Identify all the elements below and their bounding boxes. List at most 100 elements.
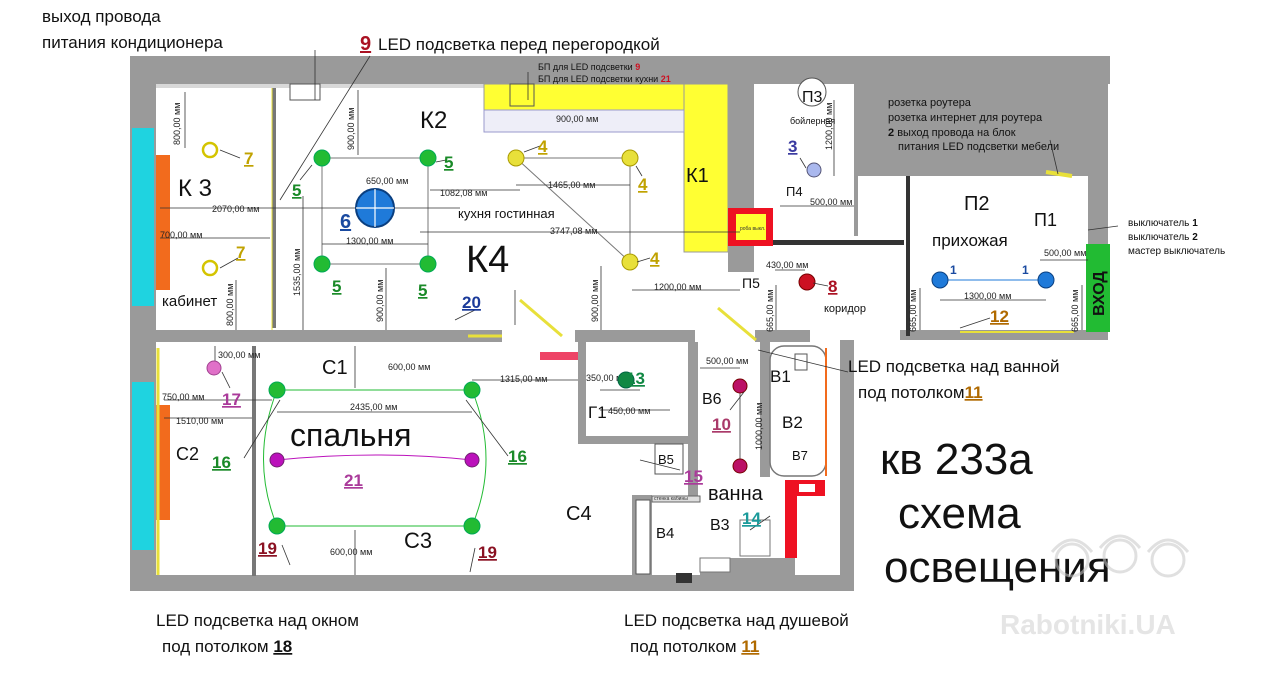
num-4-c: 4 <box>650 249 660 268</box>
boiler-top <box>754 56 854 76</box>
lamp-16-c <box>268 517 286 535</box>
room-b6: В6 <box>702 391 722 408</box>
callout-led-window-line2: под потолком 18 <box>162 637 292 656</box>
num-1-a: 1 <box>950 263 957 277</box>
entrance-label: ВХОД <box>1091 271 1108 316</box>
dim-300: 300,00 мм <box>218 350 260 360</box>
hall-partition <box>906 176 910 336</box>
entrance-door <box>1086 244 1110 332</box>
kitchen-island <box>483 109 685 133</box>
outer-right-wall-lower <box>840 340 854 591</box>
bedroom-wiring <box>263 389 487 527</box>
dim-2070: 2070,00 мм <box>212 204 259 214</box>
num-21: 21 <box>344 471 363 490</box>
callout-led-bath-line1: LED подсветка над ванной <box>848 357 1060 376</box>
num-7-top: 7 <box>244 149 253 168</box>
room-b2: В2 <box>782 413 803 432</box>
room-b3: В3 <box>710 517 730 534</box>
g1-bottom-wall <box>578 436 688 444</box>
num-16-b: 16 <box>508 447 527 466</box>
room-c4: С4 <box>566 503 592 525</box>
walls <box>130 56 1110 591</box>
room-c2: С2 <box>176 444 199 464</box>
callout-led-bath-line2: под потолком11 <box>858 383 983 402</box>
room-p2: П2 <box>964 193 990 215</box>
num-16-a: 16 <box>212 453 231 472</box>
callout-router-line1: розетка роутера <box>888 97 972 109</box>
lamp-4-c <box>621 253 639 271</box>
dim-1465: 1465,00 мм <box>548 180 595 190</box>
num-10: 10 <box>712 415 731 434</box>
title-block: кв 233а схема освещения <box>880 435 1111 592</box>
room-labels: К2 К 3 К1 К4 кухня гостинная кабинет С1 … <box>162 89 1057 553</box>
title-line3: освещения <box>884 543 1111 592</box>
kitchen-counter-side <box>683 83 729 253</box>
num-8: 8 <box>828 277 837 296</box>
num-6: 6 <box>340 211 351 233</box>
title-line2: схема <box>898 489 1021 538</box>
dim-665-b: 665,00 мм <box>908 290 918 332</box>
num-12: 12 <box>990 307 1009 326</box>
dim-600-bed-bottom: 600,00 мм <box>330 547 372 557</box>
room-c3: С3 <box>404 528 432 553</box>
lamps <box>201 141 1055 535</box>
callout-led-partition-num: 9 <box>360 33 371 55</box>
num-20: 20 <box>462 293 481 312</box>
c4-box <box>540 352 578 360</box>
room-g1: Г1 <box>588 403 607 422</box>
callout-led-partition-text: LED подсветка перед перегородкой <box>378 35 660 54</box>
window-bedroom <box>132 382 154 550</box>
window-cabinet <box>132 128 154 306</box>
callout-switch-line1: выключатель 1 <box>1128 218 1198 229</box>
lamp-1-b <box>1037 271 1055 289</box>
watermark-text: Rabotniki.UA <box>1000 609 1176 640</box>
dim-1300-hall: 1300,00 мм <box>964 291 1011 301</box>
g1-left-wall <box>578 342 586 442</box>
callout-router-line4: питания LED подсветки мебели <box>898 141 1059 153</box>
heater-cabinet <box>156 155 170 290</box>
dim-1315: 1315,00 мм <box>500 374 547 384</box>
dimension-labels: 800,00 мм 900,00 мм 650,00 мм 1082,08 мм… <box>160 103 1086 557</box>
room-k4: К4 <box>466 239 509 281</box>
num-7-bottom: 7 <box>236 243 245 262</box>
num-19-b: 19 <box>478 543 497 562</box>
lamp-10-a <box>732 378 748 394</box>
dim-3747: 3747,08 мм <box>550 226 597 236</box>
num-1-b: 1 <box>1022 263 1029 277</box>
lamp-8 <box>798 273 816 291</box>
water-heater-b1 <box>794 353 808 371</box>
lamp-21-a <box>269 452 285 468</box>
sink <box>739 519 771 557</box>
room-p5: П5 <box>742 275 760 291</box>
mid-wall-center <box>575 330 695 342</box>
bedroom-partition <box>252 346 256 576</box>
shower-cabin-label: стенка кабины <box>654 496 688 502</box>
dim-665-a: 665,00 мм <box>765 290 775 332</box>
dim-900-top: 900,00 мм <box>346 108 356 150</box>
num-4-b: 4 <box>638 175 648 194</box>
callout-psu-line2: БП для LED подсветки кухни 21 <box>538 74 671 84</box>
room-k3: К 3 <box>178 175 212 202</box>
room-bath: ванна <box>708 483 764 505</box>
room-b1: В1 <box>770 367 791 386</box>
num-3: 3 <box>788 137 797 156</box>
callout-led-shower-line1: LED подсветка над душевой <box>624 611 849 630</box>
lamp-17 <box>206 360 222 376</box>
callout-switch-line3: мастер выключатель <box>1128 246 1225 257</box>
title-line1: кв 233а <box>880 435 1033 484</box>
dimension-lines <box>160 90 1088 575</box>
dim-1510: 1510,00 мм <box>176 416 223 426</box>
room-boiler: бойлерная <box>790 116 835 126</box>
lamp-16-b <box>463 381 481 399</box>
number-leaders <box>219 50 1119 573</box>
dim-500-hall: 500,00 мм <box>1044 248 1086 258</box>
dim-500-bath: 500,00 мм <box>706 356 748 366</box>
bedroom-center-wiring <box>276 454 473 461</box>
top-ledge <box>156 84 728 88</box>
dim-800-top: 800,00 мм <box>172 103 182 145</box>
dim-900-kitchen: 900,00 мм <box>590 280 600 322</box>
dim-1000-bath: 1000,00 мм <box>754 403 764 450</box>
dim-1535: 1535,00 мм <box>292 249 302 296</box>
num-13: 13 <box>626 369 645 388</box>
